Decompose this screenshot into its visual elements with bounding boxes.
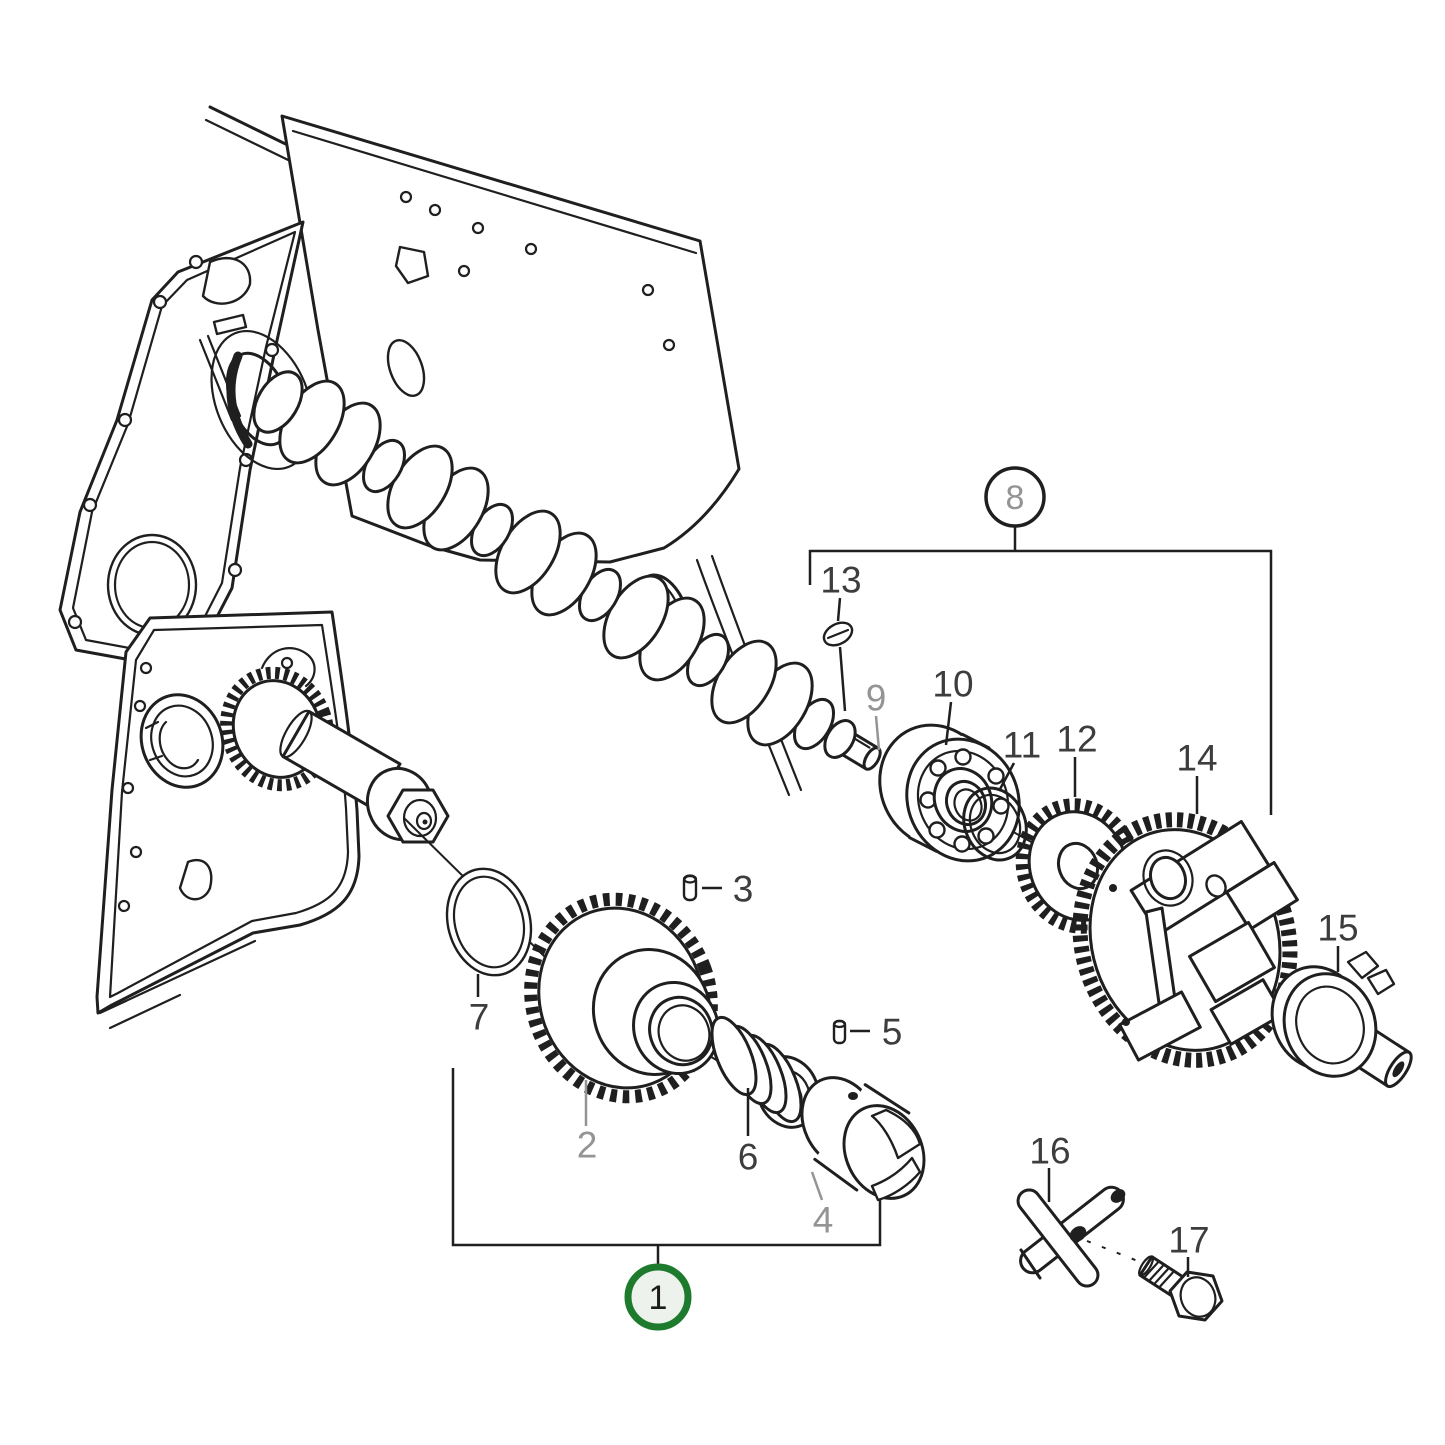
callout-number: 15	[1317, 908, 1358, 949]
callout-number: 17	[1168, 1220, 1209, 1261]
camshaft	[252, 370, 882, 771]
leader-13	[838, 646, 847, 712]
callout-number: 1	[649, 1279, 668, 1317]
leader-13	[836, 597, 842, 622]
leader-10	[944, 701, 953, 746]
governor-fork-part16	[1016, 1185, 1126, 1288]
governor-bushing-part4	[800, 1076, 926, 1202]
bolt-part17	[1138, 1255, 1224, 1322]
callout-10: 10	[932, 664, 973, 705]
callout-1[interactable]: 1	[624, 1263, 692, 1331]
callout-highlight-ring	[624, 1263, 692, 1331]
bracket-8	[808, 549, 1273, 815]
callout-13: 13	[820, 560, 861, 601]
callout-number: 11	[1003, 725, 1041, 766]
callout-number: 12	[1056, 719, 1097, 760]
timing-gear-case-plate	[58, 220, 314, 664]
o-ring-part7	[445, 867, 533, 977]
callout-number: 7	[469, 997, 490, 1038]
callout-12: 12	[1056, 719, 1097, 760]
callout-8[interactable]: 8	[984, 466, 1046, 528]
callout-number: 9	[866, 678, 887, 719]
pin-part5	[832, 1019, 847, 1045]
idler-gear-assembled	[139, 666, 450, 844]
gear-case-plate-lower	[95, 610, 361, 1030]
pin-part3	[682, 874, 698, 902]
callout-ring	[984, 466, 1046, 528]
callout-9: 9	[866, 678, 887, 719]
callout-2: 2	[577, 1125, 598, 1166]
leader-11	[997, 762, 1016, 792]
callout-14: 14	[1176, 738, 1217, 779]
callout-number: 5	[882, 1012, 903, 1053]
callout-17: 17	[1168, 1220, 1209, 1261]
callout-6: 6	[738, 1137, 759, 1178]
callout-number: 3	[733, 869, 754, 910]
leader-9	[874, 715, 881, 751]
callout-number: 4	[813, 1200, 834, 1241]
callout-16: 16	[1029, 1131, 1070, 1172]
callout-3: 3	[733, 869, 754, 910]
idler-gear-part2	[524, 892, 720, 1104]
governor-sleeve-part15	[1270, 950, 1413, 1089]
callout-15: 15	[1317, 908, 1358, 949]
callout-5: 5	[882, 1012, 903, 1053]
callout-4: 4	[813, 1200, 834, 1241]
callout-11: 11	[1003, 725, 1041, 766]
callout-number: 2	[577, 1125, 598, 1166]
callout-number: 16	[1029, 1131, 1070, 1172]
callout-number: 10	[932, 664, 973, 705]
leader-4	[810, 1171, 824, 1201]
woodruff-key	[822, 621, 854, 647]
callout-7: 7	[469, 997, 490, 1038]
governor-gear-part14	[1072, 812, 1299, 1068]
snap-ring-part11	[962, 786, 1028, 862]
callout-number: 8	[1006, 479, 1025, 517]
callout-number: 14	[1176, 738, 1217, 779]
bracket-1	[451, 1068, 882, 1247]
callout-number: 6	[738, 1137, 759, 1178]
callout-number: 13	[820, 560, 861, 601]
